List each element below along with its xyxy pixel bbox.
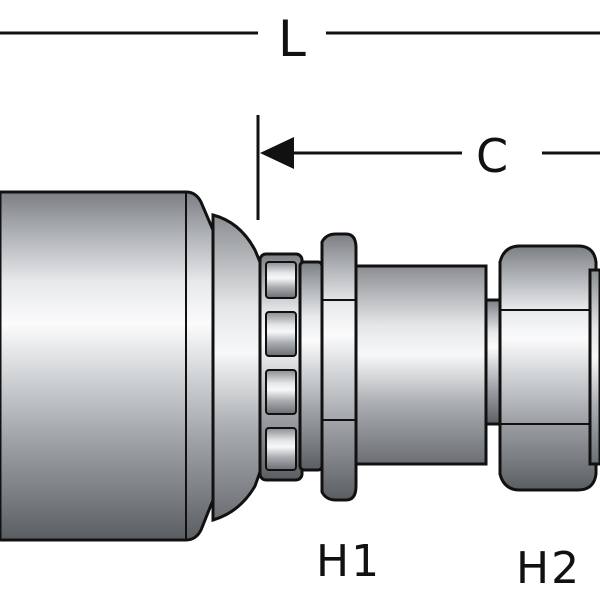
socket-ferrule — [0, 190, 262, 542]
dimension-label-C: C — [476, 129, 509, 183]
hex-nut-h1 — [320, 232, 358, 502]
tube-stem — [354, 264, 502, 466]
hex-label-H2: H2 — [516, 543, 582, 594]
hex-nut-h2 — [498, 244, 600, 492]
collar-rings — [258, 252, 324, 482]
dimension-line-C — [256, 115, 600, 220]
arrowhead-icon — [260, 137, 294, 169]
dimension-label-L: L — [278, 10, 306, 68]
hex-label-H1: H1 — [316, 536, 382, 587]
